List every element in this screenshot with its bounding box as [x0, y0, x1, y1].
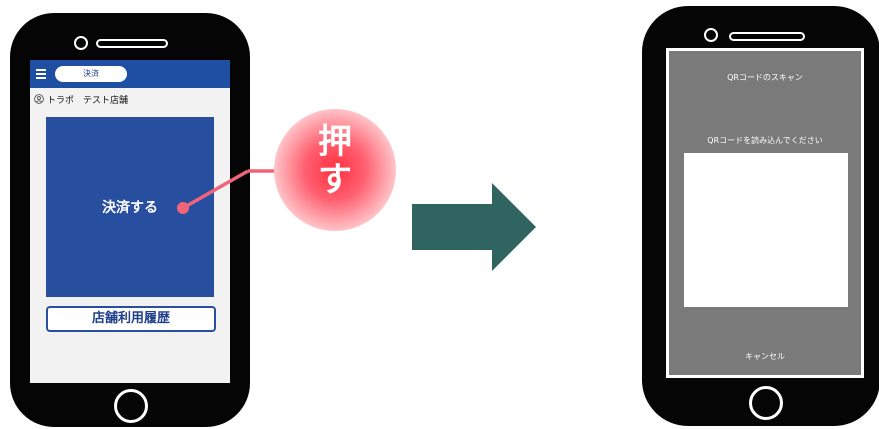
speaker-icon — [96, 39, 168, 48]
store-history-button[interactable]: 店舗利用履歴 — [46, 306, 216, 332]
speaker-icon — [729, 32, 805, 41]
press-callout-text: 押 す — [318, 122, 352, 200]
scan-title: QRコードのスキャン — [727, 73, 803, 82]
pay-button-label: 決済する — [102, 200, 158, 216]
tap-point-dot — [177, 202, 189, 214]
home-button[interactable] — [749, 386, 783, 420]
app-header: 決済 — [30, 60, 230, 88]
press-callout-badge: 押 す — [274, 109, 396, 231]
store-row: トラポ テスト店舗 — [34, 92, 128, 106]
next-step-arrow — [412, 183, 536, 271]
menu-icon[interactable] — [36, 69, 46, 79]
qr-scan-screen: QRコードのスキャン QRコードを読み込んでください キャンセル — [666, 48, 864, 378]
user-icon — [34, 94, 44, 104]
scan-prompt: QRコードを読み込んでください — [707, 136, 823, 145]
camera-icon — [74, 36, 88, 50]
cancel-button[interactable]: キャンセル — [745, 352, 785, 361]
store-name: トラポ テスト店舗 — [47, 95, 129, 106]
home-button[interactable] — [114, 389, 148, 423]
camera-icon — [704, 28, 718, 42]
payment-screen: 決済 トラポ テスト店舗 決済する 店舗利用履歴 — [30, 60, 230, 383]
left-phone: 決済 トラポ テスト店舗 決済する 店舗利用履歴 — [10, 13, 250, 427]
qr-camera-viewport — [684, 153, 848, 307]
tab-payment[interactable]: 決済 — [55, 66, 127, 82]
